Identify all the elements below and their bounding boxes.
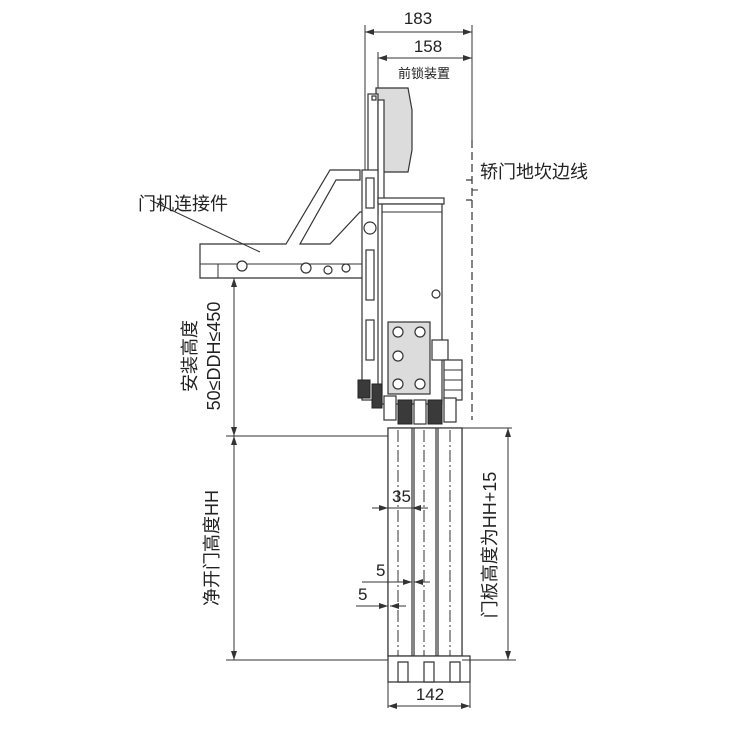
install-height-label: 安装高度 xyxy=(180,320,200,392)
door-connector xyxy=(199,169,377,279)
sill-edge-label: 轿门地坎边线 xyxy=(480,162,588,182)
dim-5-upper-label: 5 xyxy=(376,561,385,580)
door-connector-label: 门机连接件 xyxy=(138,194,228,214)
clear-height-label: 净开门高度HH xyxy=(202,490,222,606)
dim-35-label: 35 xyxy=(392,487,411,506)
hanger-rollers xyxy=(357,379,457,425)
dim-install-height xyxy=(226,278,388,437)
sill-edge-line xyxy=(466,140,473,420)
dim-142-label: 142 xyxy=(416,685,444,704)
frame-plate xyxy=(361,169,379,401)
ddh-range-label: 50≤DDH≤450 xyxy=(204,302,224,411)
dim-panel-height xyxy=(462,428,516,661)
dim-158-label: 158 xyxy=(414,37,442,56)
panel-height-label: 门板高度为HH+15 xyxy=(480,472,500,619)
dim-clear-height xyxy=(226,436,388,661)
dim-183-label: 183 xyxy=(404,9,432,28)
pre-lock-device xyxy=(367,87,413,215)
dim-5-lower-label: 5 xyxy=(358,585,367,604)
door-panels xyxy=(387,427,463,657)
pre-lock-label: 前锁装置 xyxy=(398,66,450,81)
operator-box xyxy=(363,197,463,405)
car-door-sill xyxy=(387,655,471,708)
